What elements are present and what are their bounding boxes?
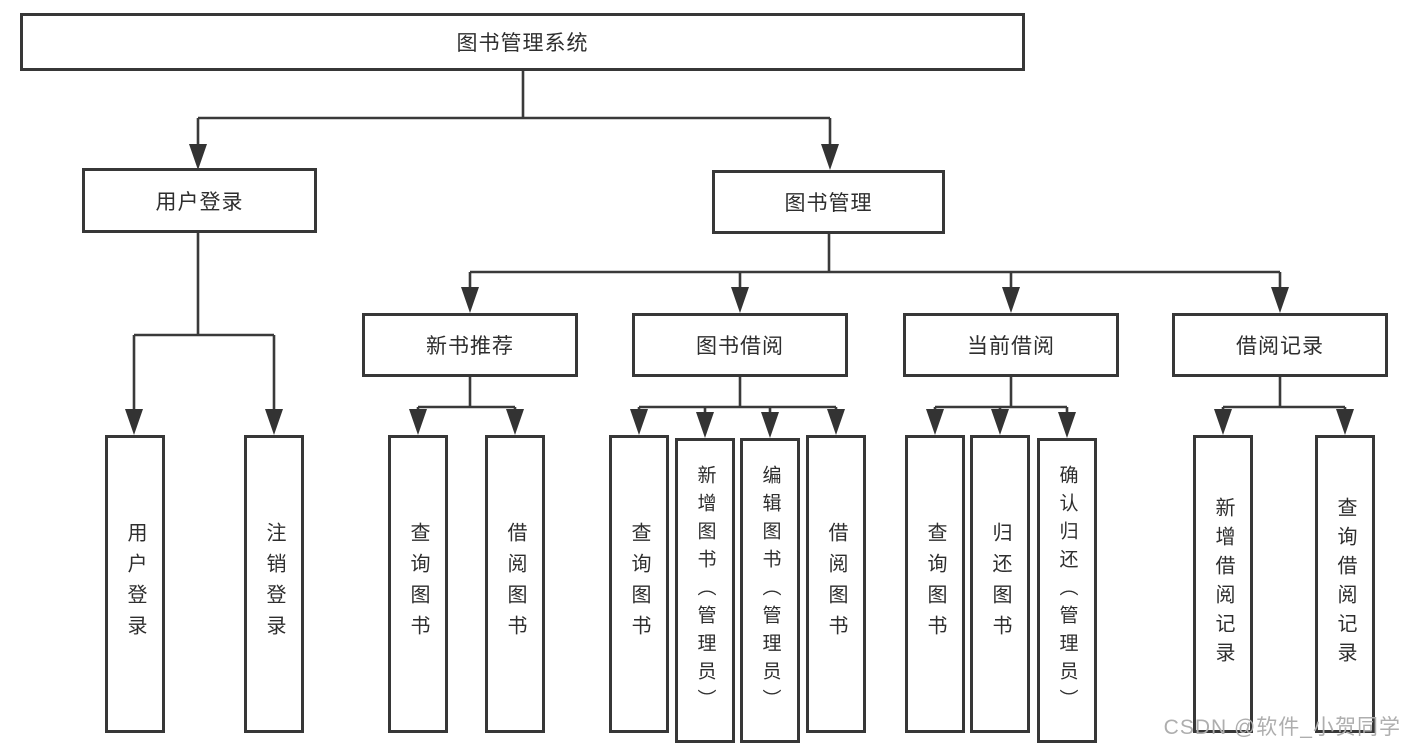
- node-current-borrowing: 当前借阅: [903, 313, 1119, 377]
- connector-lines: [132, 71, 1347, 415]
- leaf-confirm-return-admin: 确认归还（管理员）: [1037, 438, 1097, 743]
- leaf-borrow-books-recommend: 借阅图书: [485, 435, 545, 733]
- node-book-management: 图书管理: [712, 170, 945, 234]
- leaf-add-borrow-record: 新增借阅记录: [1193, 435, 1253, 733]
- node-user-login: 用户登录: [82, 168, 317, 233]
- node-book-borrowing: 图书借阅: [632, 313, 848, 377]
- watermark: CSDN @软件_小贺同学: [1163, 716, 1401, 739]
- arrow-down-icons: [125, 144, 1354, 438]
- leaf-logout: 注销登录: [244, 435, 304, 733]
- node-new-book-recommend: 新书推荐: [362, 313, 578, 377]
- leaf-return-book: 归还图书: [970, 435, 1030, 733]
- leaf-borrow-books-borrowing: 借阅图书: [806, 435, 866, 733]
- node-library-system: 图书管理系统: [20, 13, 1025, 71]
- leaf-query-books-recommend: 查询图书: [388, 435, 448, 733]
- node-borrowing-records: 借阅记录: [1172, 313, 1388, 377]
- leaf-query-books-current: 查询图书: [905, 435, 965, 733]
- leaf-add-book-admin: 新增图书（管理员）: [675, 438, 735, 743]
- leaf-edit-book-admin: 编辑图书（管理员）: [740, 438, 800, 743]
- leaf-query-books-borrowing: 查询图书: [609, 435, 669, 733]
- leaf-query-borrow-record: 查询借阅记录: [1315, 435, 1375, 733]
- leaf-user-login: 用户登录: [105, 435, 165, 733]
